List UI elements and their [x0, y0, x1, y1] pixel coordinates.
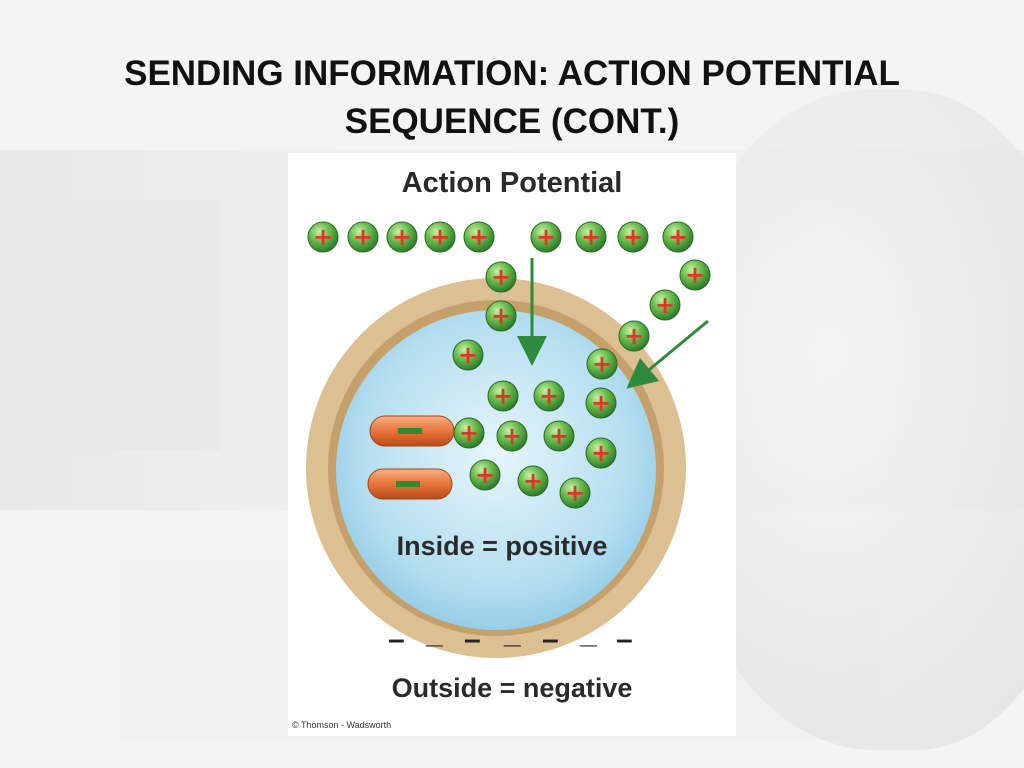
ion-sign: + — [539, 382, 559, 410]
positive-ion: + — [559, 477, 591, 509]
background-block — [20, 200, 220, 450]
positive-ion: + — [485, 300, 517, 332]
ion-sign: + — [491, 302, 511, 330]
ion-sign: + — [655, 291, 675, 319]
ion-sign: + — [469, 223, 489, 251]
positive-ion: + — [649, 289, 681, 321]
outside-charge-sign: – — [388, 623, 405, 656]
positive-ion: + — [496, 420, 528, 452]
positive-ions: ++++++++++++++++++++++++++ — [307, 221, 711, 509]
positive-ion: + — [487, 380, 519, 412]
ion-sign: + — [592, 350, 612, 378]
positive-ion: + — [585, 387, 617, 419]
ion-sign: + — [475, 461, 495, 489]
outside-charge-sign: _ — [504, 617, 521, 650]
ion-flow-arrow — [626, 319, 709, 389]
positive-ion: + — [517, 465, 549, 497]
ion-sign: + — [565, 479, 585, 507]
slide-title-line-1: SENDING INFORMATION: ACTION POTENTIAL — [124, 54, 900, 93]
positive-ion: + — [469, 459, 501, 491]
positive-ion: + — [618, 320, 650, 352]
ion-sign: + — [430, 223, 450, 251]
positive-ion: + — [530, 221, 562, 253]
ion-sign: + — [624, 322, 644, 350]
positive-ion: + — [347, 221, 379, 253]
anion-sign — [398, 428, 422, 434]
outside-charge-sign: _ — [426, 617, 443, 650]
positive-ion: + — [575, 221, 607, 253]
ion-sign: + — [392, 223, 412, 251]
negative-anions — [367, 415, 455, 500]
ion-sign: + — [536, 223, 556, 251]
outside-charge-sign: – — [542, 623, 559, 656]
slide-title-line-2: SEQUENCE (CONT.) — [344, 102, 680, 141]
ion-sign: + — [549, 422, 569, 450]
positive-ion: + — [424, 221, 456, 253]
ion-sign: + — [353, 223, 373, 251]
action-potential-diagram: ++++++++++++++++++++++++++ Action Potent… — [288, 153, 736, 736]
ion-sign: + — [623, 223, 643, 251]
outside-label: Outside = negative — [391, 673, 633, 703]
ion-sign: + — [591, 439, 611, 467]
positive-ion: + — [453, 417, 485, 449]
positive-ion: + — [386, 221, 418, 253]
ion-sign: + — [313, 223, 333, 251]
ion-sign: + — [493, 382, 513, 410]
positive-ion: + — [307, 221, 339, 253]
ion-sign: + — [685, 261, 705, 289]
positive-ion: + — [543, 420, 575, 452]
slide-title: SENDING INFORMATION: ACTION POTENTIAL SE… — [0, 50, 1024, 146]
positive-ion: + — [585, 437, 617, 469]
positive-ion: + — [533, 380, 565, 412]
ion-sign: + — [491, 263, 511, 291]
diagram-title: Action Potential — [401, 167, 623, 199]
ion-sign: + — [459, 419, 479, 447]
copyright-credit: © Thomson - Wadsworth — [292, 720, 392, 730]
ion-sign: + — [581, 223, 601, 251]
ion-sign: + — [502, 422, 522, 450]
outside-charge-sign: – — [464, 623, 481, 656]
outside-charge-sign: – — [616, 623, 633, 656]
inside-label: Inside = positive — [396, 531, 608, 561]
positive-ion: + — [617, 221, 649, 253]
ion-sign: + — [591, 389, 611, 417]
ion-sign: + — [668, 223, 688, 251]
positive-ion: + — [679, 259, 711, 291]
ion-sign: + — [523, 467, 543, 495]
positive-ion: + — [586, 348, 618, 380]
diagram-artwork: ++++++++++++++++++++++++++ — [306, 221, 711, 658]
negative-anion — [367, 468, 453, 500]
positive-ion: + — [452, 339, 484, 371]
negative-anion — [369, 415, 455, 447]
outside-charge-sign: _ — [580, 617, 597, 650]
ion-sign: + — [458, 341, 478, 369]
positive-ion: + — [485, 261, 517, 293]
positive-ion: + — [662, 221, 694, 253]
positive-ion: + — [463, 221, 495, 253]
anion-sign — [396, 481, 420, 487]
